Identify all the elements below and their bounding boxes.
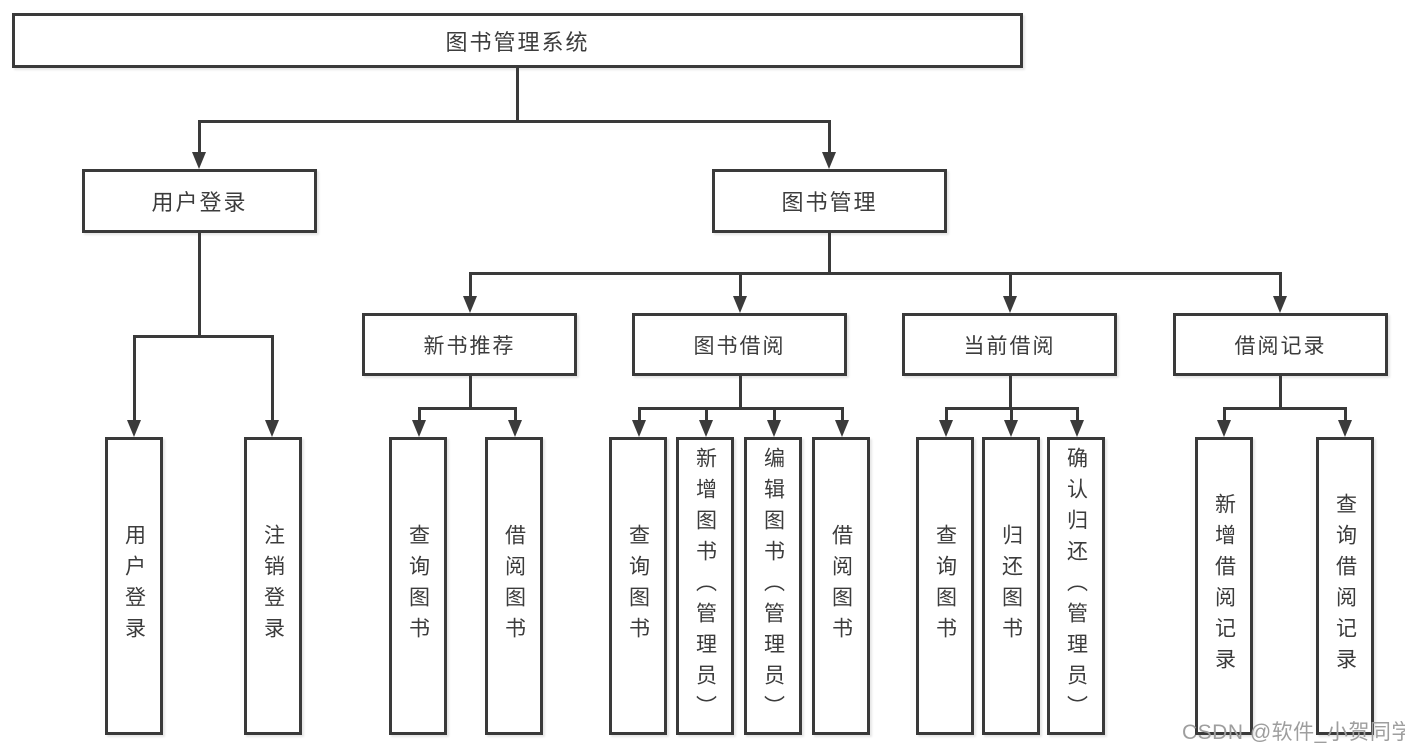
- arrowhead-down-icon: [1070, 420, 1084, 437]
- leaf-bookborrow-query-book-label: 查询图书: [626, 524, 650, 648]
- arrowhead-down-icon: [733, 296, 747, 313]
- connector-arrow-stem: [514, 407, 517, 421]
- leaf-borrowrecord-query-record-label: 查询借阅记录: [1333, 493, 1357, 679]
- connector-arrow-stem: [1010, 407, 1013, 421]
- arrowhead-down-icon: [1338, 420, 1352, 437]
- node-book-management: 图书管理: [712, 169, 947, 233]
- leaf-bookborrow-borrow-book: 借阅图书: [812, 437, 870, 735]
- leaf-newbookrec-borrow-book: 借阅图书: [485, 437, 543, 735]
- leaf-bookborrow-edit-book-admin-label: 编辑图书（管理员）: [761, 446, 785, 726]
- connector-root-span: [198, 120, 831, 123]
- connector-arrow-stem: [1009, 272, 1012, 297]
- node-user-login-label: 用户登录: [151, 190, 248, 215]
- leaf-bookborrow-edit-book-admin: 编辑图书（管理员）: [744, 437, 802, 735]
- connector-arrow-stem: [828, 120, 831, 153]
- node-new-book-recommend-label: 新书推荐: [423, 334, 516, 358]
- connector-arrow-stem: [841, 407, 844, 421]
- connector-borrowrecord-span: [1223, 407, 1346, 410]
- connector-arrow-stem: [271, 335, 274, 421]
- connector-newbookrec-drop: [469, 376, 472, 407]
- leaf-currentborrow-query-book-label: 查询图书: [933, 524, 957, 648]
- leaf-currentborrow-query-book: 查询图书: [916, 437, 974, 735]
- arrowhead-down-icon: [1217, 420, 1231, 437]
- node-book-borrowing: 图书借阅: [632, 313, 847, 376]
- leaf-newbookrec-query-book-label: 查询图书: [406, 524, 430, 648]
- leaf-borrowrecord-add-record-label: 新增借阅记录: [1212, 493, 1236, 679]
- leaf-bookborrow-borrow-book-label: 借阅图书: [829, 524, 853, 648]
- leaf-user-login: 用户登录: [105, 437, 163, 735]
- connector-arrow-stem: [705, 407, 708, 421]
- node-user-login: 用户登录: [82, 169, 317, 233]
- connector-borrowrecord-drop: [1279, 376, 1282, 407]
- connector-arrow-stem: [945, 407, 948, 421]
- arrowhead-down-icon: [192, 152, 206, 169]
- leaf-currentborrow-confirm-return-admin-label: 确认归还（管理员）: [1064, 446, 1088, 726]
- node-root-label: 图书管理系统: [445, 29, 590, 55]
- connector-bookmgmt-drop: [828, 233, 831, 272]
- leaf-logout-label: 注销登录: [261, 524, 285, 648]
- connector-arrow-stem: [1279, 272, 1282, 297]
- connector-arrow-stem: [1076, 407, 1079, 421]
- arrowhead-down-icon: [412, 420, 426, 437]
- leaf-borrowrecord-query-record: 查询借阅记录: [1316, 437, 1374, 735]
- arrowhead-down-icon: [939, 420, 953, 437]
- node-borrowing-records: 借阅记录: [1173, 313, 1388, 376]
- arrowhead-down-icon: [822, 152, 836, 169]
- node-current-borrowing-label: 当前借阅: [963, 334, 1056, 358]
- leaf-bookborrow-add-book-admin-label: 新增图书（管理员）: [693, 446, 717, 726]
- arrowhead-down-icon: [1273, 296, 1287, 313]
- connector-bookmgmt-span: [469, 272, 1282, 275]
- arrowhead-down-icon: [632, 420, 646, 437]
- connector-arrow-stem: [133, 335, 136, 421]
- arrowhead-down-icon: [699, 420, 713, 437]
- connector-arrow-stem: [469, 272, 472, 297]
- leaf-bookborrow-query-book: 查询图书: [609, 437, 667, 735]
- arrowhead-down-icon: [463, 296, 477, 313]
- node-new-book-recommend: 新书推荐: [362, 313, 577, 376]
- connector-root-drop: [516, 68, 519, 120]
- arrowhead-down-icon: [1004, 420, 1018, 437]
- leaf-bookborrow-add-book-admin: 新增图书（管理员）: [676, 437, 734, 735]
- node-current-borrowing: 当前借阅: [902, 313, 1117, 376]
- connector-bookborrow-drop: [739, 376, 742, 407]
- connector-arrow-stem: [638, 407, 641, 421]
- leaf-logout: 注销登录: [244, 437, 302, 735]
- leaf-currentborrow-return-book-label: 归还图书: [999, 524, 1023, 648]
- arrowhead-down-icon: [508, 420, 522, 437]
- arrowhead-down-icon: [835, 420, 849, 437]
- arrowhead-down-icon: [265, 420, 279, 437]
- arrowhead-down-icon: [1003, 296, 1017, 313]
- node-book-management-label: 图书管理: [781, 190, 878, 215]
- connector-bookborrow-span: [638, 407, 844, 410]
- arrowhead-down-icon: [767, 420, 781, 437]
- leaf-borrowrecord-add-record: 新增借阅记录: [1195, 437, 1253, 735]
- connector-currentborrow-drop: [1009, 376, 1012, 407]
- connector-arrow-stem: [1223, 407, 1226, 421]
- csdn-watermark: CSDN @软件_小贺同学: [1182, 721, 1405, 744]
- leaf-currentborrow-confirm-return-admin: 确认归还（管理员）: [1047, 437, 1105, 735]
- connector-arrow-stem: [198, 120, 201, 153]
- leaf-user-login-label: 用户登录: [122, 524, 146, 648]
- connector-arrow-stem: [418, 407, 421, 421]
- connector-userlogin-drop: [198, 233, 201, 335]
- leaf-newbookrec-borrow-book-label: 借阅图书: [502, 524, 526, 648]
- connector-arrow-stem: [773, 407, 776, 421]
- arrowhead-down-icon: [127, 420, 141, 437]
- connector-newbookrec-span: [418, 407, 517, 410]
- connector-arrow-stem: [739, 272, 742, 297]
- node-borrowing-records-label: 借阅记录: [1234, 334, 1327, 358]
- leaf-currentborrow-return-book: 归还图书: [982, 437, 1040, 735]
- node-book-borrowing-label: 图书借阅: [693, 334, 786, 358]
- node-root-system: 图书管理系统: [12, 13, 1023, 68]
- connector-userlogin-span: [133, 335, 274, 338]
- connector-arrow-stem: [1344, 407, 1347, 421]
- leaf-newbookrec-query-book: 查询图书: [389, 437, 447, 735]
